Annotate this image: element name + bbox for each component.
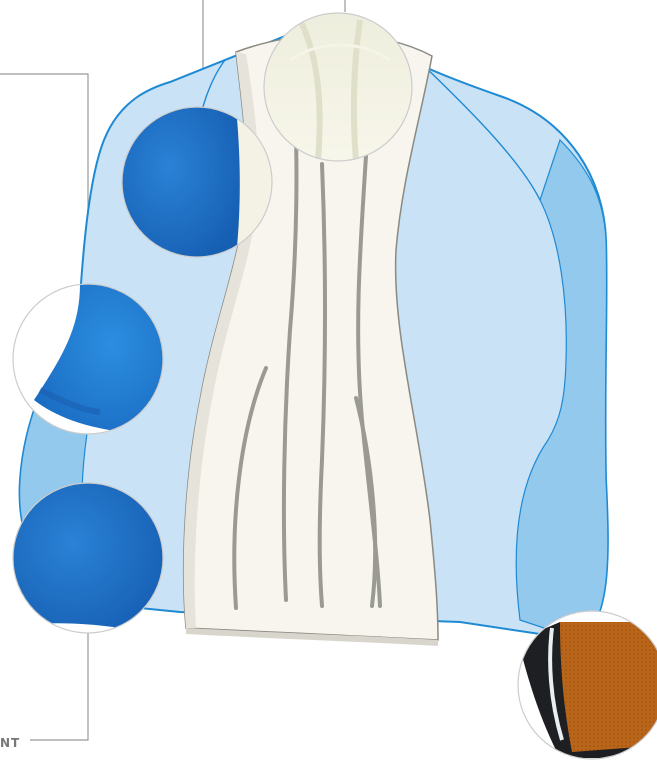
callout-label-bottom-left: NT	[0, 736, 20, 750]
blue-fleece-edge-detail-icon	[13, 284, 163, 434]
orange-mesh-fabric-detail-icon	[518, 611, 657, 759]
callout-line-top-left	[0, 74, 88, 290]
blue-fleece-detail-icon	[122, 107, 272, 257]
foam-texture-detail-icon	[264, 13, 412, 161]
blue-fabric-detail-icon	[13, 483, 163, 640]
callout-line-bottom	[30, 632, 88, 740]
